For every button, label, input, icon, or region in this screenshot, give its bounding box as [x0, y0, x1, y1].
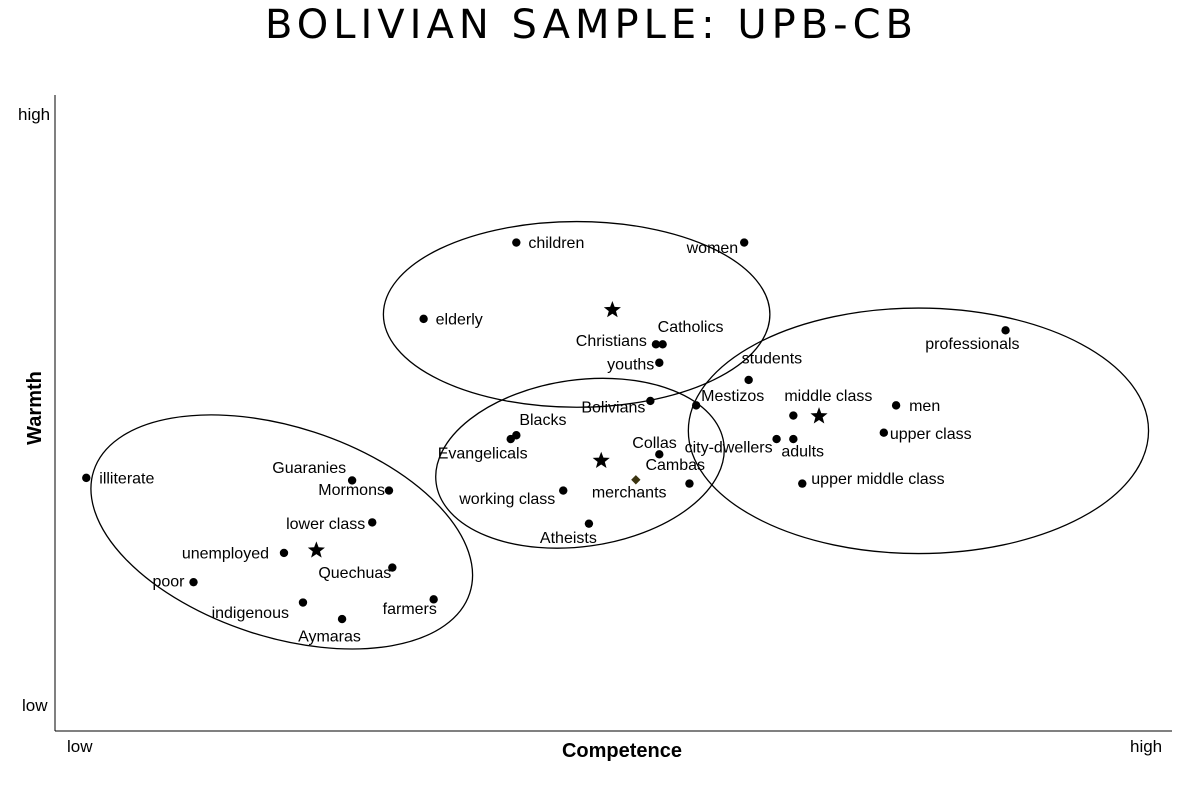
centroid-star-icon: [603, 300, 621, 318]
point-label: children: [528, 235, 584, 252]
point-label: lower class: [286, 516, 365, 533]
y-tick-low: low: [22, 696, 48, 715]
point-label: working class: [458, 491, 555, 508]
data-point: [82, 473, 91, 483]
point-label: upper middle class: [811, 471, 944, 488]
point-label: poor: [152, 574, 185, 591]
point-label: Atheists: [540, 530, 597, 547]
point-label: Mormons: [318, 482, 385, 499]
cluster-ellipse-2: [435, 377, 725, 549]
cluster-ellipse-3: [687, 307, 1150, 555]
data-point: [631, 475, 641, 485]
data-point: [739, 238, 749, 247]
data-point: [337, 614, 347, 624]
data-point: [368, 518, 377, 527]
data-point: [429, 595, 438, 604]
point-label: Collas: [632, 435, 676, 452]
data-point: [744, 375, 753, 385]
cluster-ellipses: [90, 220, 1150, 650]
point-label: Guaranies: [272, 460, 346, 477]
data-point: [512, 238, 521, 247]
point-label: Cambas: [645, 457, 705, 474]
point-label: indigenous: [212, 605, 289, 622]
point-label: city-dwellers: [685, 440, 773, 457]
point-label: Blacks: [519, 412, 566, 429]
x-axis-title: Competence: [562, 740, 682, 762]
data-point: [798, 479, 807, 488]
point-label: women: [686, 240, 739, 257]
cluster-ellipse-1: [382, 220, 771, 408]
centroid-star-icon: [810, 407, 828, 424]
data-point: [298, 598, 308, 607]
data-point: [384, 486, 394, 495]
data-point: [655, 450, 664, 459]
data-point: [651, 340, 661, 349]
cluster-centroids: [307, 300, 828, 558]
centroid-star-icon: [592, 451, 610, 468]
point-label: upper class: [890, 426, 972, 443]
point-label: adults: [781, 444, 824, 461]
data-point: [879, 428, 889, 437]
data-point: [891, 401, 901, 410]
point-label: Aymaras: [298, 629, 361, 646]
chart-title: BOLIVIAN SAMPLE: UPB-CB: [265, 2, 918, 48]
data-point: [347, 476, 357, 485]
y-tick-high: high: [18, 105, 50, 124]
data-point: [506, 434, 515, 444]
point-label: Bolivians: [581, 399, 645, 416]
point-label: Evangelicals: [438, 446, 528, 463]
point-label: elderly: [436, 311, 483, 328]
point-label: professionals: [925, 336, 1019, 353]
data-point: [789, 434, 798, 444]
data-point: [279, 548, 289, 558]
point-label: farmers: [383, 601, 437, 618]
point-label: Catholics: [658, 319, 724, 336]
data-point: [655, 358, 664, 367]
point-label: merchants: [592, 484, 667, 501]
data-point: [658, 340, 667, 349]
data-point: [789, 411, 798, 420]
data-point: [685, 479, 694, 488]
data-point: [1001, 326, 1010, 335]
y-axis-title: Warmth: [24, 371, 46, 445]
point-label: Quechuas: [318, 565, 391, 582]
point-label: men: [909, 398, 940, 415]
data-point: [646, 396, 655, 406]
data-point: [559, 486, 568, 495]
point-label: unemployed: [182, 545, 269, 562]
point-label: Mestizos: [701, 388, 764, 405]
data-point: [772, 434, 781, 444]
data-points: [82, 238, 1010, 624]
point-label: middle class: [784, 388, 872, 405]
point-label: students: [742, 350, 802, 367]
data-point: [388, 563, 397, 572]
data-point: [189, 577, 198, 587]
data-point: [691, 401, 701, 410]
point-label: illiterate: [99, 470, 154, 487]
point-label: Christians: [576, 333, 647, 350]
data-point: [584, 519, 594, 528]
x-tick-low: low: [67, 737, 93, 756]
point-label: youths: [607, 356, 654, 373]
x-tick-high: high: [1130, 737, 1162, 756]
cluster-ellipse-4: [90, 414, 474, 650]
centroid-star-icon: [307, 541, 325, 558]
data-point: [419, 314, 428, 324]
